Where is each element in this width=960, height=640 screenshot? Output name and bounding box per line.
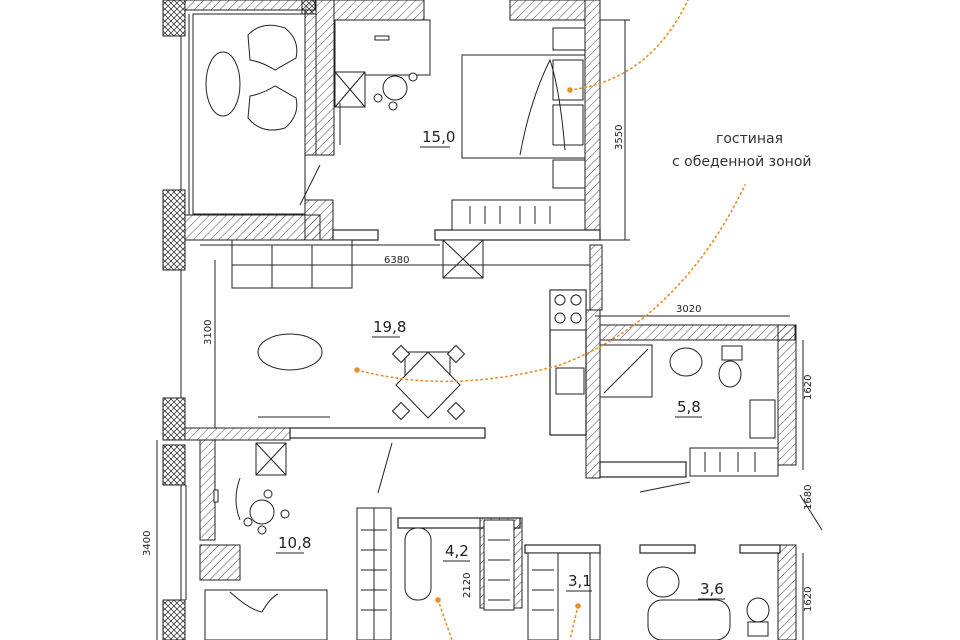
nightstand	[552, 159, 586, 189]
study	[204, 442, 393, 640]
dim-living-height: 3100	[203, 320, 214, 345]
stove	[549, 289, 587, 331]
bedroom	[334, 19, 586, 231]
sofa	[231, 239, 353, 289]
room-area-bath-small: 4,2	[445, 542, 469, 560]
room-area-closet: 3,1	[568, 572, 592, 590]
bathroom	[599, 344, 779, 493]
shelf	[689, 447, 779, 477]
leader-dot	[567, 87, 573, 93]
room-area-study: 10,8	[278, 534, 311, 552]
washbasin	[669, 347, 703, 377]
dim-bedroom-height: 3550	[614, 125, 625, 150]
leader-dot	[575, 603, 581, 609]
leader-closet	[569, 605, 579, 640]
living-room	[214, 239, 590, 428]
wardrobe	[451, 199, 586, 231]
dim-bath-small-height: 2120	[462, 573, 473, 598]
toilet	[746, 597, 770, 623]
storage-lower	[356, 507, 770, 640]
shelf	[483, 519, 515, 611]
leader-bedroom	[569, 0, 689, 91]
dim-bathroom-height: 1620	[803, 375, 814, 400]
room-area-bathroom: 5,8	[677, 398, 701, 416]
room-area-living: 19,8	[373, 318, 406, 336]
walls	[162, 0, 797, 640]
armchair	[247, 24, 298, 71]
room-area-wc: 3,6	[700, 580, 724, 598]
desk-item	[213, 489, 219, 503]
coffee-table	[205, 51, 241, 117]
leader-bath	[437, 599, 453, 640]
shelf	[527, 552, 559, 640]
nightstand	[552, 27, 586, 51]
toilet	[718, 360, 742, 388]
leader-dot	[354, 367, 360, 373]
leader-living	[356, 184, 746, 383]
bathtub	[404, 527, 432, 601]
dim-wc-height: 1620	[803, 587, 814, 612]
office-chair	[382, 75, 408, 101]
sink	[555, 367, 585, 395]
armchair	[247, 85, 298, 131]
balcony-lounge	[188, 13, 321, 215]
room-area-bedroom: 15,0	[422, 128, 455, 146]
office-chair	[249, 499, 275, 525]
callout-line-1: гостиная	[716, 131, 783, 147]
dim-bathroom-width: 3020	[676, 304, 701, 315]
leader-dot	[435, 597, 441, 603]
dim-living-width: 6380	[384, 255, 409, 266]
washer	[749, 399, 776, 439]
dim-corridor-height: 1680	[803, 485, 814, 510]
rug-table	[257, 333, 323, 371]
desk-item	[374, 35, 390, 41]
washbasin	[646, 566, 680, 598]
callout-line-2: с обеденной зоной	[672, 154, 812, 170]
toilet-tank	[721, 345, 743, 361]
dim-study-height: 3400	[142, 531, 153, 556]
bathtub	[647, 599, 731, 640]
bed	[204, 589, 328, 640]
